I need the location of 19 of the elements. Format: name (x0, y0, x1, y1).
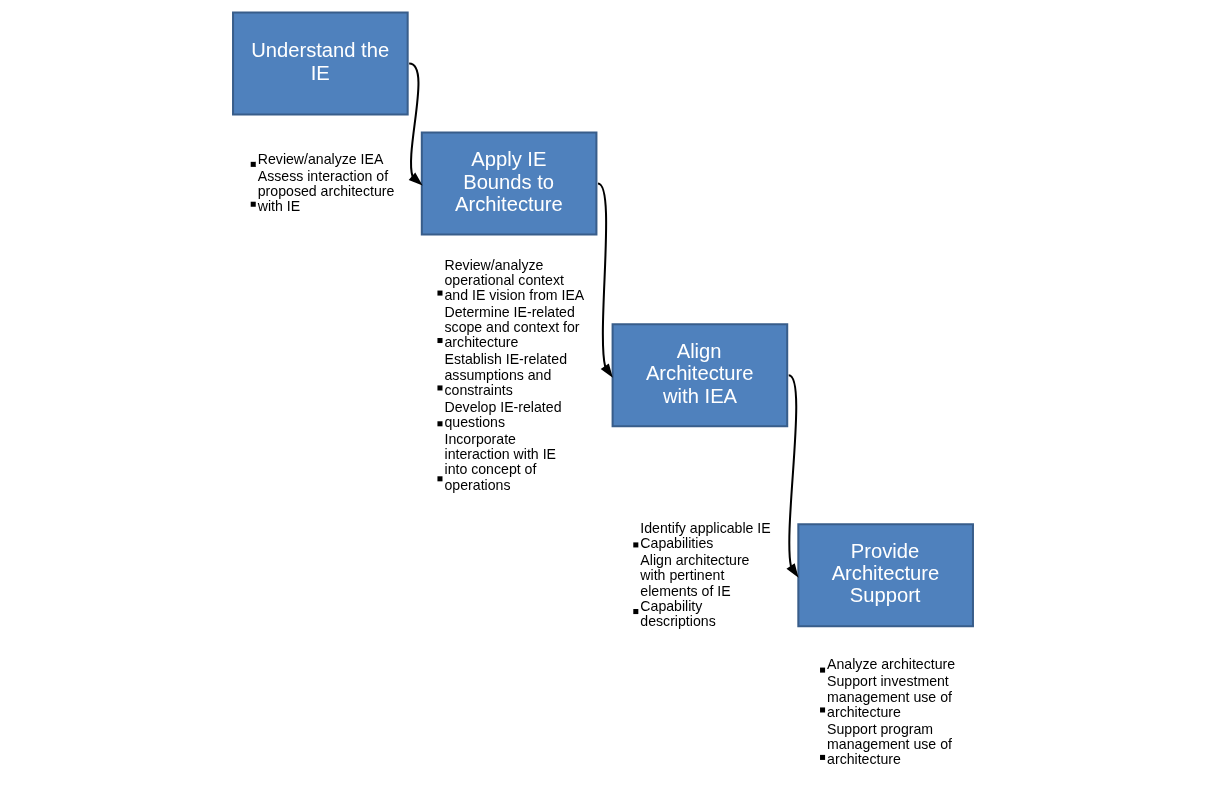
node-label: Determine IE-related scope and context for architecture (444, 303, 580, 351)
arrow (408, 62, 423, 186)
node-label: Develop IE-related questions (444, 398, 562, 431)
node-box: Understand the IE (232, 11, 409, 116)
node-label: Review/analyze IEA (257, 150, 384, 167)
node-label: Incorporate interaction with IE into concept of operations (444, 431, 556, 493)
node-label: Support program management use of architecture (827, 720, 952, 768)
node-label: Assess interaction of proposed architecture with IE (257, 167, 395, 214)
node-label: Analyze architecture (827, 656, 956, 673)
node-label: Establish IE-related assumptions and constraints (444, 351, 567, 398)
node-box: Align Architecture with IEA (611, 323, 789, 428)
node-box: Provide Architecture Support (797, 523, 974, 628)
node-box: Apply IE Bounds to Architecture (420, 131, 598, 236)
node-label: Align architecture with pertinent elements of IE Capability descriptions (640, 552, 750, 629)
arrow (786, 374, 799, 578)
node-label: Identify applicable IE Capabilities (640, 520, 771, 552)
node-label: Review/analyze operational context and IE vision from IEA (444, 256, 585, 303)
node-label: Support investment management use of architecture (827, 673, 952, 720)
arrow (597, 182, 613, 378)
